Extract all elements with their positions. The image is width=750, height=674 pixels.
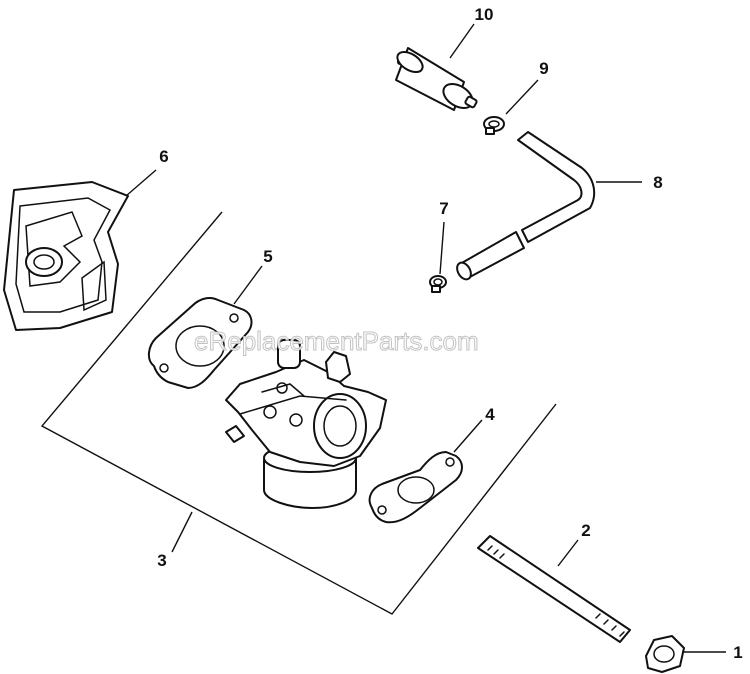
part-8-fuel-line[interactable] bbox=[517, 131, 596, 243]
callout-1: 1 bbox=[733, 643, 742, 662]
part-6-baseplate[interactable] bbox=[3, 181, 129, 331]
part-1-nut[interactable] bbox=[645, 635, 685, 673]
part-7-clamp[interactable] bbox=[429, 275, 447, 293]
callout-10: 10 bbox=[475, 5, 494, 24]
callout-9: 9 bbox=[539, 59, 548, 78]
callout-5: 5 bbox=[263, 247, 272, 266]
callout-7: 7 bbox=[439, 199, 448, 218]
callout-6: 6 bbox=[159, 147, 168, 166]
callout-4: 4 bbox=[485, 405, 495, 424]
watermark-text: eReplacementParts.com bbox=[194, 326, 479, 356]
part-2-stud[interactable] bbox=[477, 535, 631, 643]
callout-8: 8 bbox=[653, 173, 662, 192]
fuel-line-tube[interactable] bbox=[454, 231, 525, 282]
callout-3: 3 bbox=[157, 551, 166, 570]
part-5-gasket[interactable] bbox=[148, 297, 253, 389]
part-10-fuel-filter[interactable] bbox=[394, 47, 478, 113]
callout-2: 2 bbox=[581, 521, 590, 540]
part-9-clamp[interactable] bbox=[483, 116, 505, 135]
leader-lines bbox=[125, 23, 726, 653]
part-4-gasket[interactable] bbox=[368, 451, 463, 524]
assembly-group-outline bbox=[40, 211, 557, 615]
carburetor-body[interactable] bbox=[225, 339, 387, 509]
